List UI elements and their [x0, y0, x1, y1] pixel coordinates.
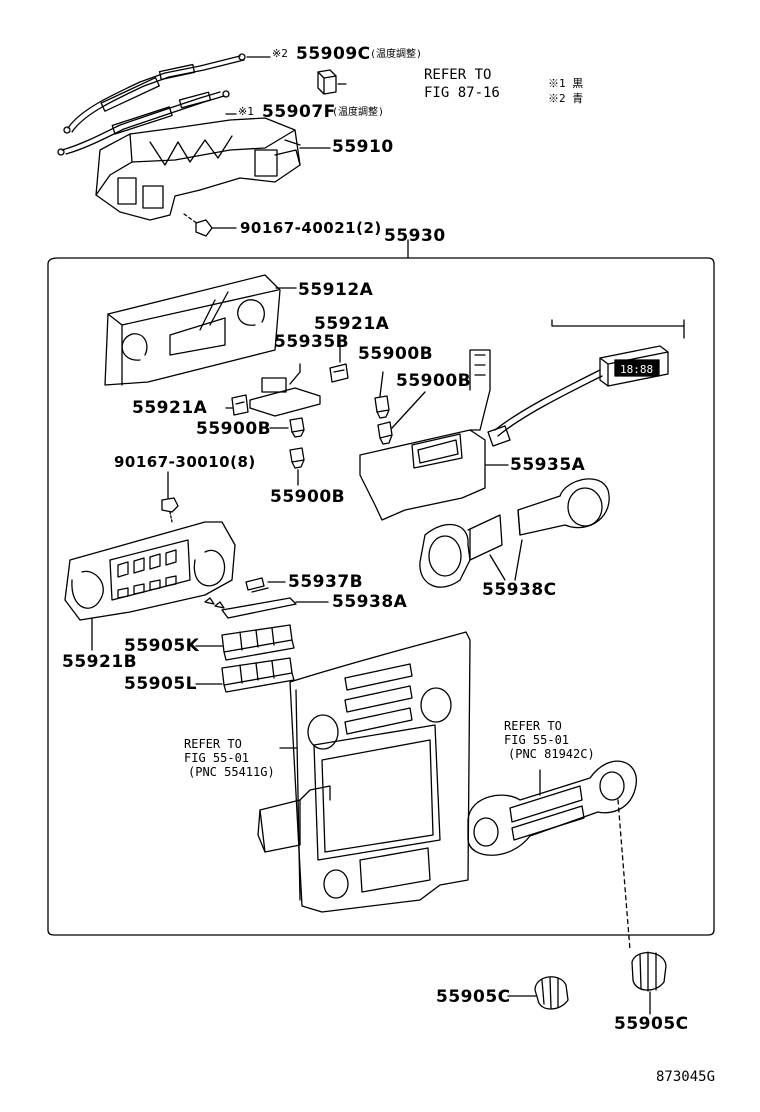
label-55905k: 55905K: [124, 636, 200, 656]
ref-left-line2: FIG 55-01: [184, 751, 250, 765]
note-55907f: (温度調整): [332, 107, 385, 118]
ref-right-line2: FIG 55-01: [504, 733, 570, 747]
label-90167-40021: 90167-40021(2): [240, 219, 382, 237]
buttons-55905l: [195, 657, 295, 693]
label-55935b: 55935B: [274, 332, 350, 352]
label-55910: 55910: [332, 137, 394, 157]
ref-left-line1: REFER TO: [184, 737, 242, 751]
ref-right-line3: (PNC 81942C): [508, 747, 595, 761]
knob-55905c-right: [631, 951, 667, 1015]
label-55921a-top: 55921A: [314, 314, 390, 334]
knob-frame-55938c: [419, 478, 610, 588]
knob-55905c-left: [507, 976, 569, 1010]
bulb-55900b-2: [377, 391, 426, 445]
clip-55921a-left: [225, 394, 249, 416]
heater-control-base-55910: [95, 117, 331, 221]
bulb-55900b-1: [374, 371, 390, 419]
label-55900b-4: 55900B: [270, 487, 346, 507]
trim-plate-right: [467, 760, 637, 951]
label-55912a: 55912A: [298, 280, 374, 300]
panel-55912a: [104, 274, 297, 386]
legend-mark-1: ※1 黒: [548, 77, 584, 90]
bulb-55900b-4: [289, 447, 305, 486]
label-55905l: 55905L: [124, 674, 197, 694]
label-55930: 55930: [384, 226, 446, 246]
label-55938a: 55938A: [332, 592, 408, 612]
control-cable-55909c: [63, 53, 246, 134]
label-55907f: 55907F: [262, 102, 336, 122]
mark-55909c: ※2: [272, 47, 288, 60]
legend-mark-2: ※2 青: [548, 92, 584, 105]
lcd-readout: 18:88: [620, 363, 653, 376]
label-55937b: 55937B: [288, 572, 364, 592]
drawing-number: 873045G: [656, 1069, 716, 1085]
label-55938c: 55938C: [482, 580, 557, 600]
label-90167-30010: 90167-30010(8): [114, 453, 256, 471]
label-55900b-2: 55900B: [396, 371, 472, 391]
buttons-55905k: [195, 624, 295, 661]
bulb-55900b-3: [269, 417, 305, 438]
label-55921a-left: 55921A: [132, 398, 208, 418]
label-55935a: 55935A: [510, 455, 586, 475]
screw-90167-40021: [183, 213, 237, 237]
label-55900b-1: 55900B: [358, 344, 434, 364]
label-55905c-right: 55905C: [614, 1014, 689, 1034]
ref-right-line1: REFER TO: [504, 719, 562, 733]
ref-left-line3: (PNC 55411G): [188, 765, 275, 779]
screw-90167-30010: [161, 471, 179, 523]
center-cluster-panel: [257, 631, 471, 913]
label-55921b: 55921B: [62, 652, 138, 672]
board-55935b: [249, 363, 321, 417]
light-guide-55938a: [204, 597, 329, 619]
clip-55921a-top: [329, 337, 349, 383]
bezel-55921b: [64, 521, 236, 651]
mark-55907f: ※1: [238, 105, 254, 118]
note-55909c: (温度調整): [370, 49, 423, 60]
label-55905c-left: 55905C: [436, 987, 511, 1007]
label-55900b-3: 55900B: [196, 419, 272, 439]
label-55909c: 55909C: [296, 44, 371, 64]
connector-fig87-16: [317, 69, 347, 95]
control-cable-55907f: [57, 90, 230, 156]
ref-fig87-line2: FIG 87-16: [424, 85, 500, 101]
assembly-frame-55930: [47, 257, 715, 936]
board-55935a: [359, 349, 511, 521]
ref-fig87-line1: REFER TO: [424, 67, 492, 83]
spring-55937b: [245, 577, 286, 593]
clock-display-unit: [494, 319, 685, 437]
